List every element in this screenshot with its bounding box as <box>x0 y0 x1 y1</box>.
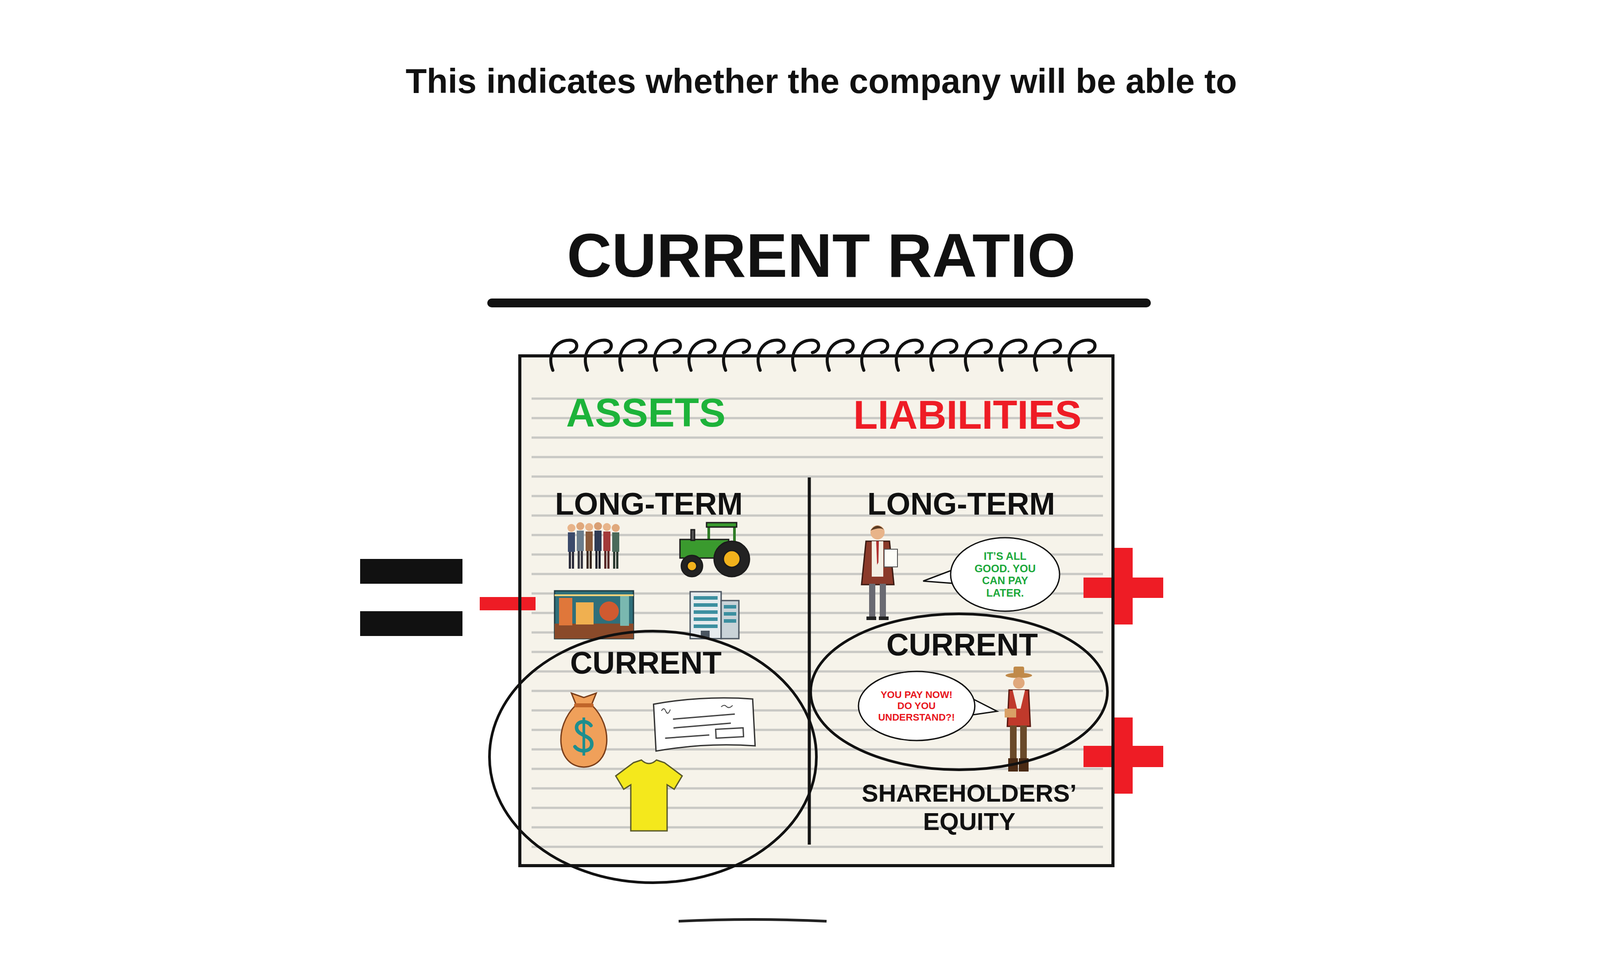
assets-heading: ASSETS <box>566 390 726 437</box>
factory-icon <box>554 590 634 639</box>
current-liabilities-ellipse: CURRENT YOU PAY NOW! DO YOU UNDERSTAND?! <box>808 612 1110 772</box>
people-icon <box>567 522 620 569</box>
plus-sign <box>1083 547 1164 625</box>
businessman-figure <box>861 525 898 621</box>
current-assets-ellipse: CURRENT <box>487 629 819 885</box>
title-underline <box>491 298 1147 308</box>
tractor-icon <box>679 522 750 577</box>
ruled-line <box>531 729 1103 732</box>
ruled-line <box>531 475 1103 478</box>
speech-text: IT’S ALL GOOD. YOU CAN PAY LATER. <box>966 550 1044 599</box>
ruled-line <box>531 846 1103 849</box>
ruled-line <box>531 826 1103 829</box>
highlight-ellipse <box>489 631 817 883</box>
section-heading: CURRENT <box>886 627 1038 664</box>
section-heading: LONG-TERM <box>867 486 1056 523</box>
t-shirt-icon <box>615 760 683 832</box>
money-bag-icon <box>560 693 607 768</box>
cheque-icon <box>653 695 756 752</box>
notebook-paper <box>518 354 1115 868</box>
bubble-shape <box>858 671 975 741</box>
equals-sign <box>360 559 463 584</box>
liabilities-heading: LIABILITIES <box>853 392 1082 439</box>
section-heading: CURRENT <box>570 645 722 682</box>
notebook: ASSETS LIABILITIES LONG-TERM LONG-TERM SHARE… <box>518 354 1115 868</box>
speech-text: YOU PAY NOW! DO YOU UNDERSTAND?! <box>873 689 960 723</box>
section-heading: LONG-TERM <box>555 486 743 523</box>
ruled-lines <box>531 398 1103 847</box>
building-icon <box>690 591 739 639</box>
title: CURRENT RATIO <box>566 219 1076 292</box>
equals-sign <box>360 611 463 637</box>
cowboy-figure <box>1004 666 1033 772</box>
speech-bubble: IT’S ALL GOOD. YOU CAN PAY LATER. <box>949 536 1061 613</box>
highlight-ellipse <box>810 613 1108 770</box>
ruled-line <box>531 807 1103 810</box>
ruled-line <box>531 456 1103 459</box>
heading-note: This indicates whether the company will … <box>405 61 1238 102</box>
speech-bubble: YOU PAY NOW! DO YOU UNDERSTAND?! <box>857 670 976 742</box>
equity-heading: SHAREHOLDERS’ EQUITY <box>845 779 1094 837</box>
shadow-line <box>678 919 827 922</box>
plus-sign <box>1083 717 1164 794</box>
minus-sign <box>479 597 536 611</box>
bubble-shape <box>950 537 1060 612</box>
